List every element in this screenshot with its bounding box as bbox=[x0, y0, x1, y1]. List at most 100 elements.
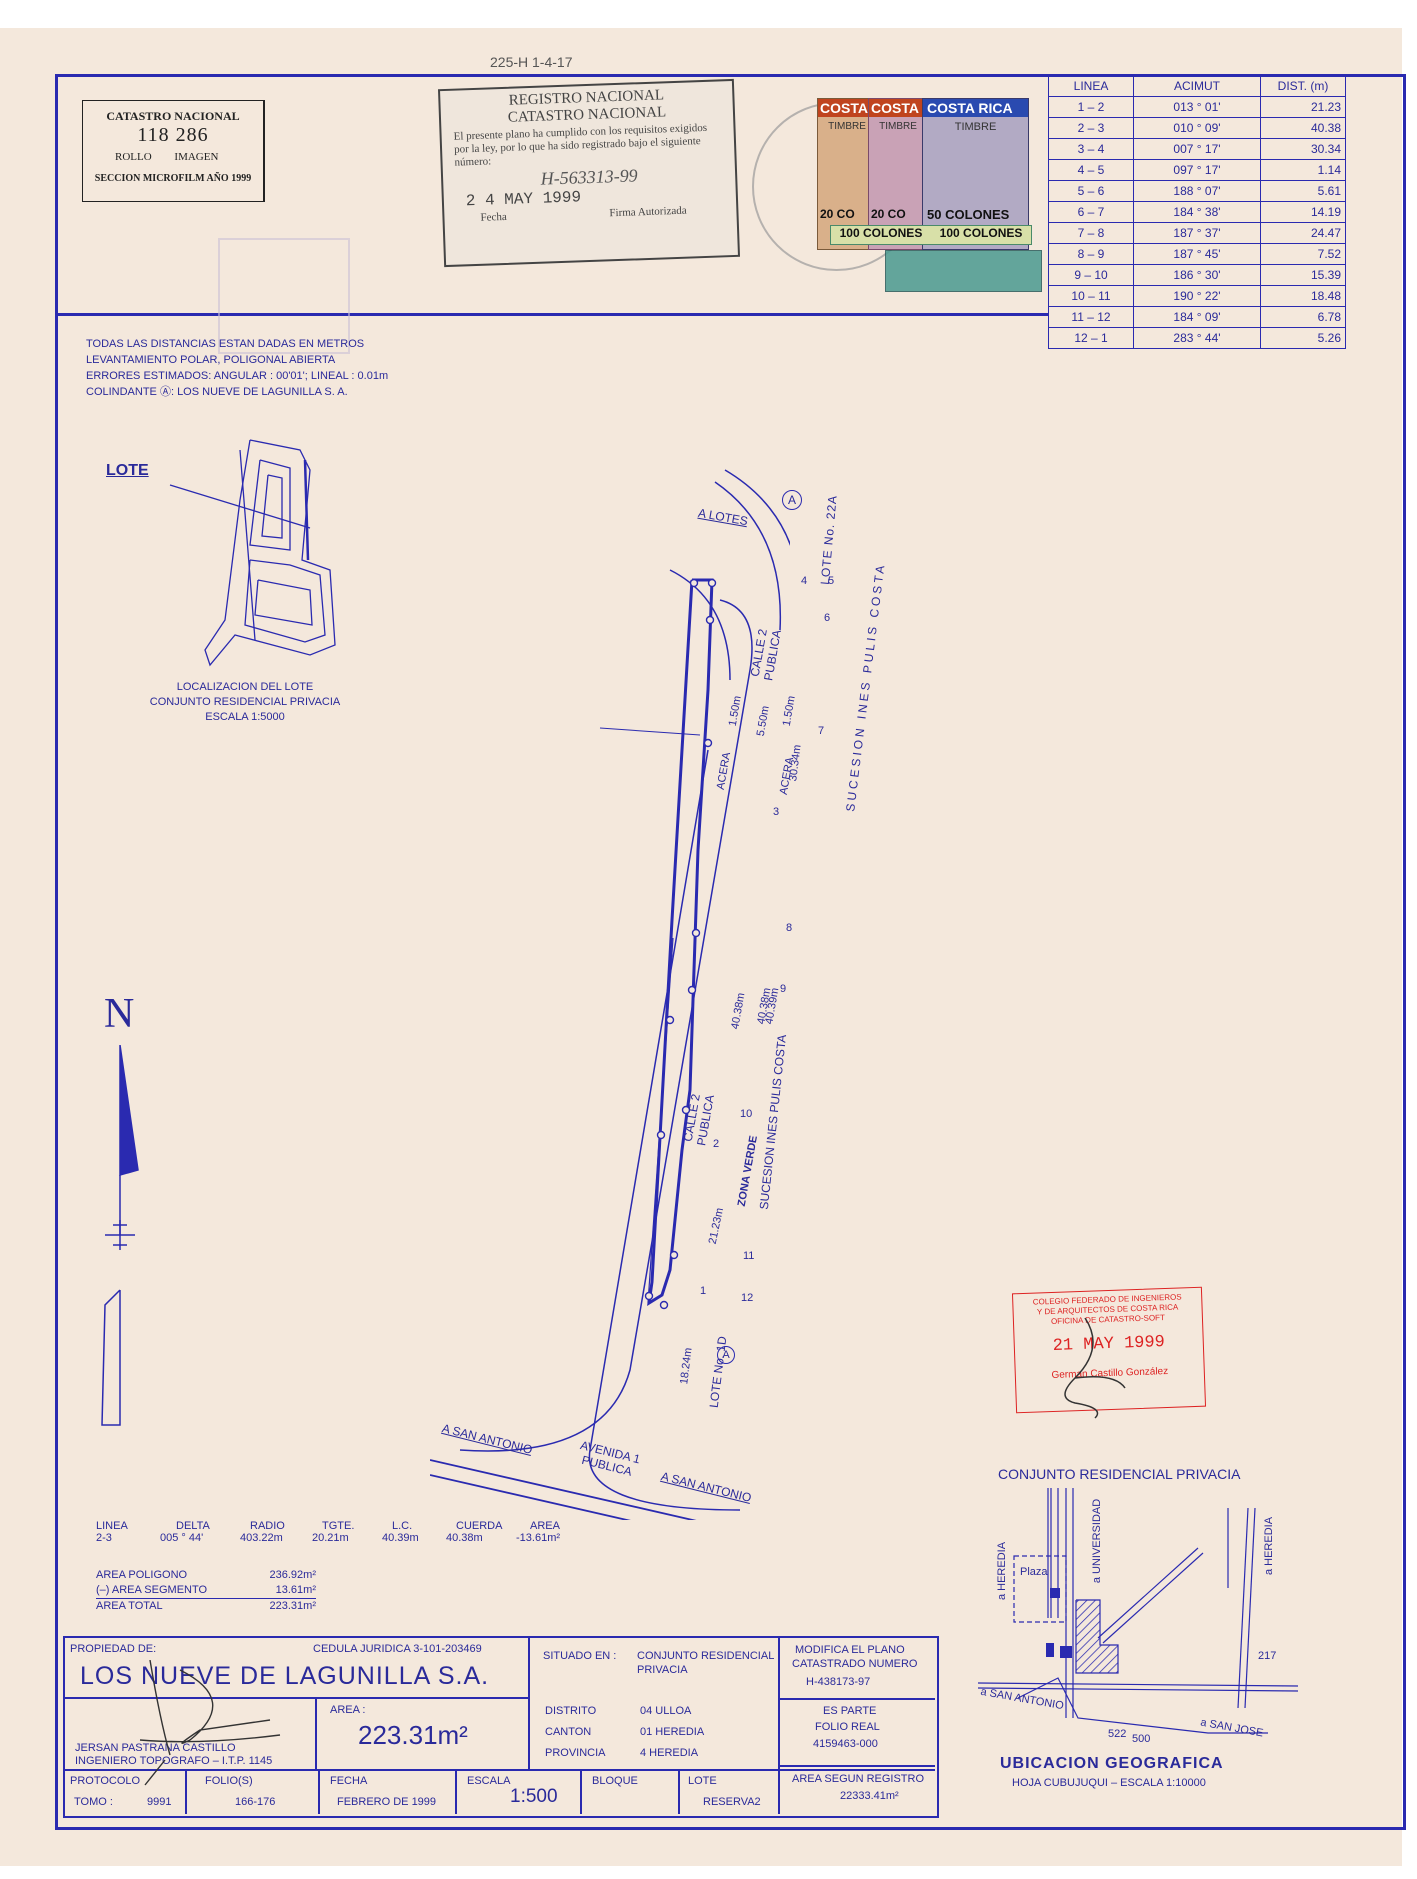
top-reference: 225-H 1-4-17 bbox=[490, 54, 573, 70]
tomo-value: 9991 bbox=[147, 1796, 172, 1808]
area-poligono-label: AREA POLIGONO bbox=[96, 1569, 188, 1581]
lote-inset-label: LOTE bbox=[106, 462, 149, 479]
lot-polygon bbox=[647, 578, 714, 1306]
acimut-angle: 013 ° 01' bbox=[1133, 96, 1261, 118]
acimut-linea: 5 – 6 bbox=[1048, 180, 1134, 202]
point-5: 5 bbox=[828, 575, 835, 587]
acimut-linea: 12 – 1 bbox=[1048, 327, 1134, 349]
acimut-dist: 14.19 bbox=[1260, 201, 1346, 223]
timbre-1: COSTA TIMBRE 20 CO bbox=[817, 98, 877, 250]
timbre-strip-right: 100 COLONES bbox=[939, 226, 1023, 240]
calle-outer-west bbox=[459, 599, 753, 1452]
fecha-label: Fecha bbox=[480, 210, 507, 224]
survey-notes: TODAS LAS DISTANCIAS ESTAN DADAS EN METR… bbox=[86, 336, 388, 400]
title-block bbox=[63, 1636, 939, 1818]
inset-block-1 bbox=[249, 459, 291, 551]
escala-label: ESCALA bbox=[467, 1775, 511, 1787]
owner-name: LOS NUEVE DE LAGUNILLA S.A. bbox=[80, 1662, 490, 1690]
point-2: 2 bbox=[713, 1138, 720, 1150]
faded-stamp bbox=[218, 238, 350, 354]
ubicacion-footer-sub: HOJA CUBUJUQUI – ESCALA 1:10000 bbox=[1012, 1777, 1206, 1789]
acimut-dist: 6.78 bbox=[1260, 306, 1346, 328]
curve-h-radio: RADIO bbox=[250, 1520, 285, 1532]
curve-v-linea: 2-3 bbox=[96, 1532, 112, 1544]
acimut-linea: 2 – 3 bbox=[1048, 117, 1134, 139]
curve-h-area: AREA bbox=[530, 1520, 560, 1532]
situado-value-2: PRIVACIA bbox=[637, 1664, 688, 1676]
acimut-dist: 30.34 bbox=[1260, 138, 1346, 160]
timbre-1-value: 20 CO bbox=[820, 207, 855, 221]
curve-v-cuerda: 40.38m bbox=[446, 1532, 483, 1544]
protocolo-label: PROTOCOLO bbox=[70, 1775, 141, 1787]
header-divider bbox=[55, 313, 1048, 316]
fecha-label: FECHA bbox=[330, 1775, 368, 1787]
curve-v-radio: 403.22m bbox=[240, 1532, 283, 1544]
point-12: 12 bbox=[741, 1292, 754, 1304]
bloque-label: BLOQUE bbox=[592, 1775, 638, 1787]
acimut-angle: 187 ° 45' bbox=[1133, 243, 1261, 265]
acimut-linea: 7 – 8 bbox=[1048, 222, 1134, 244]
acimut-dist: 24.47 bbox=[1260, 222, 1346, 244]
modifica-1: MODIFICA EL PLANO bbox=[795, 1644, 905, 1656]
fecha-value: FEBRERO DE 1999 bbox=[337, 1796, 437, 1808]
avenida-line-1 bbox=[430, 1459, 697, 1520]
acimut-linea: 4 – 5 bbox=[1048, 159, 1134, 181]
timbre-2-brand: COSTA bbox=[869, 99, 927, 117]
acimut-linea: 6 – 7 bbox=[1048, 201, 1134, 223]
ubic-217: 217 bbox=[1258, 1650, 1277, 1662]
outer-frame bbox=[55, 74, 1406, 1830]
area-label: AREA : bbox=[330, 1704, 366, 1716]
point-3: 3 bbox=[773, 806, 780, 818]
timbre-3: COSTA RICA TIMBRE 50 COLONES bbox=[922, 98, 1029, 250]
note-1: TODAS LAS DISTANCIAS ESTAN DADAS EN METR… bbox=[86, 338, 365, 350]
inset-caption-3: ESCALA 1:5000 bbox=[205, 711, 285, 723]
timbre-3-top: TIMBRE bbox=[954, 121, 997, 133]
acimut-dist: 1.14 bbox=[1260, 159, 1346, 181]
timbre-strip: 100 COLONES 100 COLONES bbox=[830, 225, 1032, 245]
timbre-3-brand: COSTA RICA bbox=[923, 99, 1028, 117]
north-label: N bbox=[104, 991, 135, 1037]
acimut-linea: 9 – 10 bbox=[1048, 264, 1134, 286]
ubic-heredia-right: a HEREDIA bbox=[1263, 1516, 1276, 1576]
inset-street bbox=[239, 449, 256, 641]
point-7: 7 bbox=[818, 725, 825, 737]
curve-h-delta: DELTA bbox=[176, 1520, 210, 1532]
curve-h-linea: LINEA bbox=[96, 1520, 128, 1532]
road-curve-outer bbox=[724, 469, 790, 547]
modifica-number: H-438173-97 bbox=[806, 1676, 871, 1688]
lote-label: LOTE bbox=[688, 1775, 717, 1787]
location-inset-map bbox=[169, 439, 336, 667]
area-registro-value: 22333.41m² bbox=[840, 1790, 899, 1802]
modifica-2: CATASTRADO NUMERO bbox=[792, 1658, 918, 1670]
ubicacion-map bbox=[978, 1488, 1299, 1734]
curve-v-tgte: 20.21m bbox=[312, 1532, 349, 1544]
situado-label: SITUADO EN : bbox=[543, 1650, 617, 1662]
acimut-angle: 184 ° 09' bbox=[1133, 306, 1261, 328]
seccion-label: SECCION MICROFILM AÑO 1999 bbox=[94, 173, 252, 184]
acimut-linea: 8 – 9 bbox=[1048, 243, 1134, 265]
distrito-value: 04 ULLOA bbox=[640, 1705, 692, 1717]
note-4: COLINDANTE Ⓐ: LOS NUEVE DE LAGUNILLA S. … bbox=[86, 386, 348, 398]
es-parte-2: FOLIO REAL bbox=[815, 1721, 880, 1733]
acimut-dist: 5.61 bbox=[1260, 180, 1346, 202]
note-2: LEVANTAMIENTO POLAR, POLIGONAL ABIERTA bbox=[86, 354, 336, 366]
colegio-signature bbox=[1064, 1318, 1126, 1419]
acimut-linea: 3 – 4 bbox=[1048, 138, 1134, 160]
engineer-name: JERSAN PASTRANA CASTILLO bbox=[75, 1742, 236, 1754]
acimut-dist: 5.26 bbox=[1260, 327, 1346, 349]
ubicacion-footer-title: UBICACION GEOGRAFICA bbox=[1000, 1755, 1224, 1772]
canton-label: CANTON bbox=[545, 1726, 592, 1738]
acimut-header-dist: DIST. (m) bbox=[1260, 75, 1346, 97]
area-value: 223.31m² bbox=[358, 1720, 468, 1750]
situado-value-1: CONJUNTO RESIDENCIAL bbox=[637, 1650, 775, 1662]
inset-block-2 bbox=[261, 474, 283, 539]
imagen-label: IMAGEN bbox=[174, 151, 219, 163]
